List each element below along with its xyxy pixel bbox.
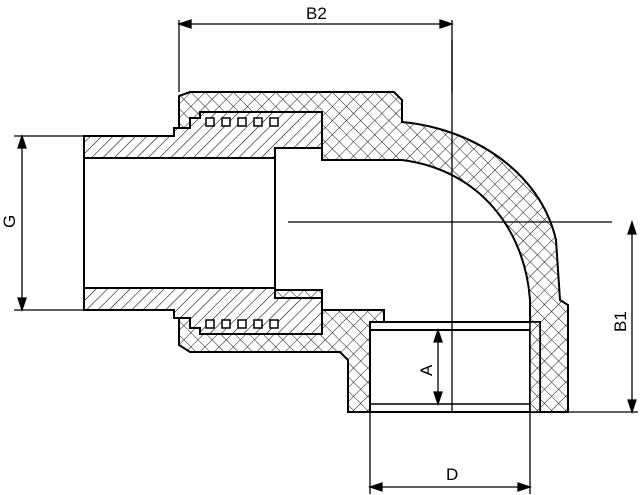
dimension-g [14, 133, 84, 313]
label-b1: B1 [611, 311, 630, 332]
label-b2: B2 [306, 4, 327, 23]
dimension-b1 [568, 219, 638, 415]
thread-teeth-bottom [205, 319, 279, 329]
dimension-a [433, 327, 443, 407]
dimension-b2 [176, 19, 455, 92]
label-a: A [417, 364, 436, 376]
insert-bore [84, 158, 275, 288]
thread-teeth-top [205, 117, 279, 127]
threaded-insert-top [83, 111, 323, 159]
socket-bore [369, 329, 531, 413]
label-g: G [0, 215, 19, 228]
dimension-d [367, 412, 533, 494]
label-d: D [446, 465, 458, 484]
